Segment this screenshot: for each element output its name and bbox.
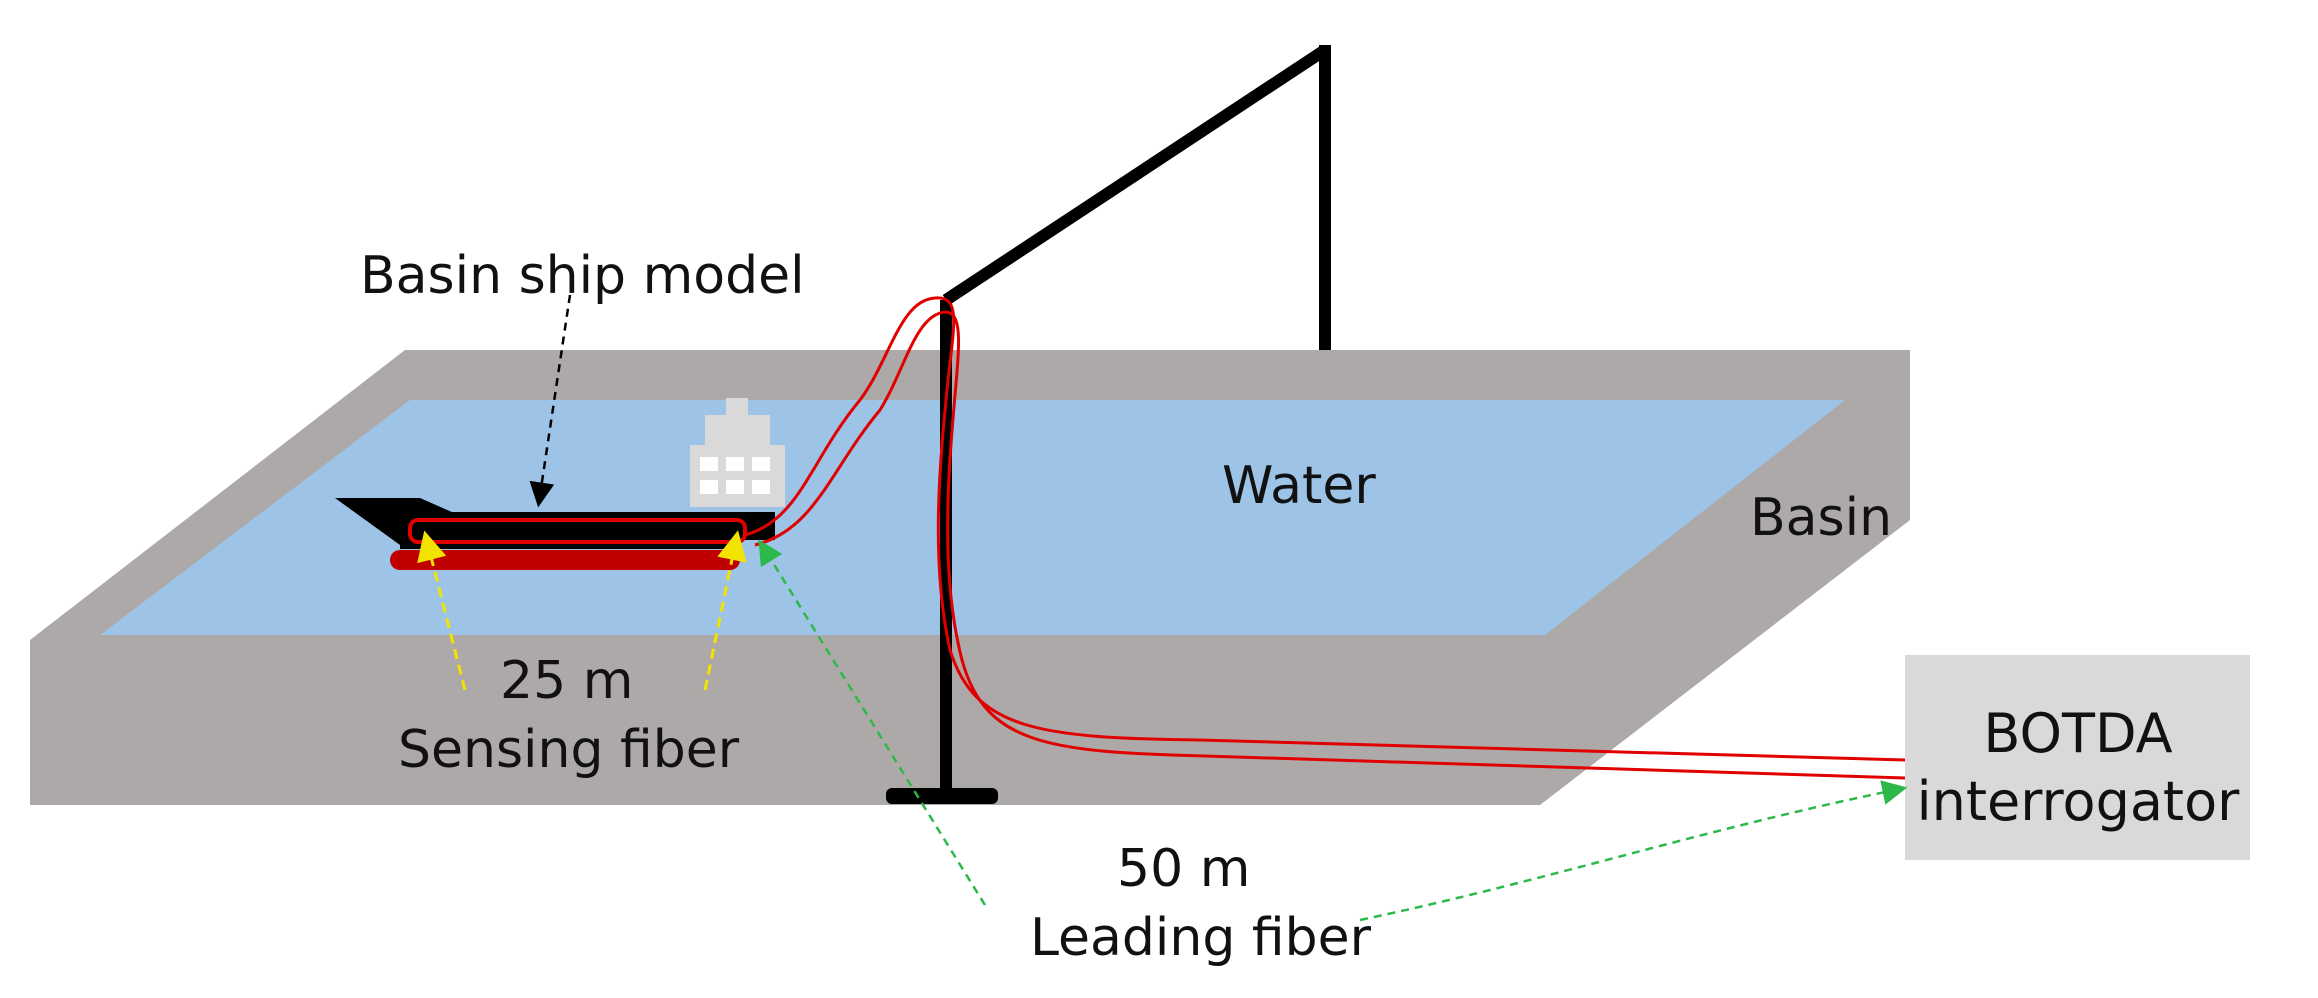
support-arm xyxy=(942,44,1329,306)
water-label: Water xyxy=(1222,456,1376,516)
basin-label: Basin xyxy=(1750,488,1893,548)
sensing-fiber-label: Sensing fiber xyxy=(398,720,740,780)
leading-length-label: 50 m xyxy=(1117,839,1251,899)
water-surface xyxy=(100,400,1845,635)
interrogator-label-line1: BOTDA xyxy=(1983,702,2173,765)
interrogator-label: BOTDA interrogator xyxy=(1908,700,2248,835)
leading-fiber-label: Leading fiber xyxy=(1030,908,1371,968)
sensing-arrow-right xyxy=(703,530,747,691)
interrogator-box xyxy=(1905,655,2250,860)
ship-windows xyxy=(700,457,770,494)
basin-front-face xyxy=(30,640,1540,805)
leading-arrow-right xyxy=(1359,780,1908,922)
ship-model-label: Basin ship model xyxy=(360,246,805,306)
ship-mast xyxy=(726,398,748,420)
ship-model-arrow xyxy=(529,294,572,508)
support-structure xyxy=(940,44,1331,795)
sensing-arrow-left xyxy=(417,530,467,691)
sensing-length-label: 25 m xyxy=(500,651,634,711)
ship-hull xyxy=(390,550,740,570)
interrogator-label-line2: interrogator xyxy=(1916,769,2240,833)
support-foot xyxy=(886,788,998,804)
ship-superstructure xyxy=(690,445,785,507)
leading-fiber xyxy=(744,296,1906,780)
